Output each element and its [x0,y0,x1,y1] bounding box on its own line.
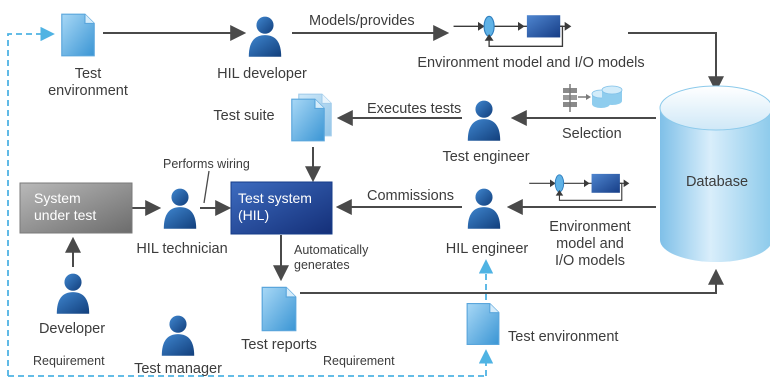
system-under-test-box [19,182,133,234]
test-suite-label: Test suite [213,108,275,124]
person-icon-test-manager [161,315,195,356]
performs-wiring-label: Performs wiring [163,157,250,171]
test-system-label: Test system (HIL) [238,190,312,223]
test-reports-label: Test reports [241,337,317,353]
environment-models-right-label: Environment model and I/O models [549,219,631,269]
person-icon-hil-developer [248,16,282,57]
selection-icon [563,84,623,112]
test-manager-label: Test manager [134,361,222,377]
hil-engineer-label: HIL engineer [445,241,529,257]
automatically-generates-label: Automatically generates [294,243,369,272]
model-diagram-icon-right [528,173,630,201]
arrow-test-reports-to-database [300,268,724,294]
person-icon-hil-engineer [467,188,501,229]
document-icon-test-environment-top [61,13,95,57]
requirement-right-label: Requirement [323,354,395,368]
model-diagram-icon-top [452,14,573,48]
system-under-test-label: System under test [34,190,97,223]
test-environment-bottom-label: Test environment [508,329,619,345]
person-icon-test-engineer [467,100,501,141]
database-label: Database [685,174,749,190]
document-icon-test-environment-bottom [466,302,500,346]
person-icon-hil-technician [163,188,197,229]
test-system-box [230,181,333,235]
document-icon-test-reports [261,286,297,332]
requirement-left-label: Requirement [33,354,105,368]
test-engineer-label: Test engineer [442,149,530,165]
developer-label: Developer [38,321,106,337]
commissions-label: Commissions [367,188,455,204]
flow-arrows [65,25,724,294]
hil-technician-label: HIL technician [136,241,228,257]
arrow-requirement-loop [7,26,55,376]
arrow-models-to-database [628,32,724,93]
test-environment-top-label: Test environment [48,66,128,99]
hil-developer-label: HIL developer [217,66,307,82]
person-icon-developer [56,273,90,314]
environment-models-top-label: Environment model and I/O models [417,55,645,71]
wiring-pointer-line [203,170,210,204]
document-stack-test-suite [291,93,332,142]
executes-tests-label: Executes tests [367,101,462,117]
selection-label: Selection [562,126,622,142]
models-provides-label: Models/provides [309,13,415,29]
requirement-arrows [7,26,494,377]
database-cylinder [659,85,770,262]
